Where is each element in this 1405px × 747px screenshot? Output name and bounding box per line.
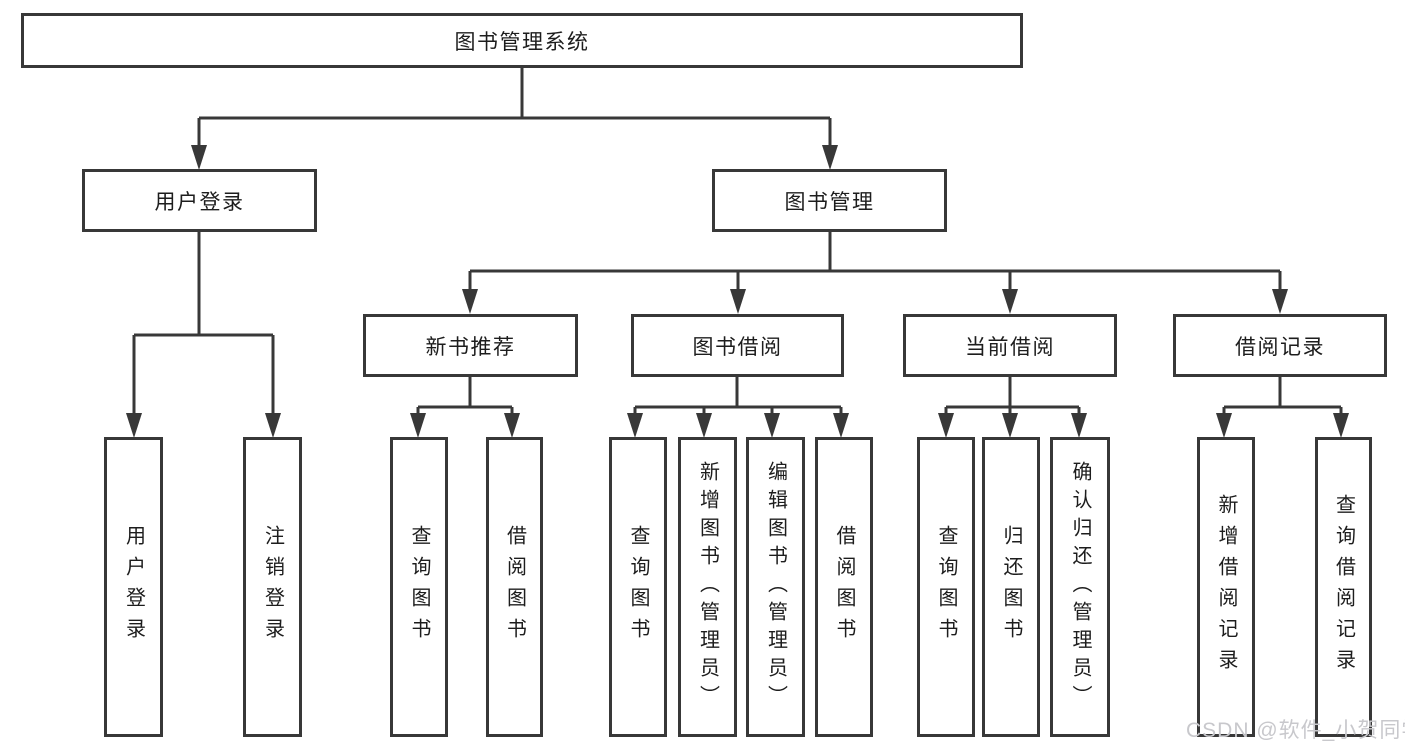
connector-borrow-records	[1222, 377, 1343, 417]
leaf-user-login-label: 用户登录	[122, 525, 145, 649]
leaf-br-add-record-label: 新增借阅记录	[1215, 494, 1237, 680]
arrowhead-icon	[126, 413, 142, 438]
arrowhead-icon	[1333, 413, 1349, 438]
arrowhead-icon	[1071, 413, 1087, 438]
connector-new-book	[416, 377, 514, 417]
connector-book-borrow	[633, 377, 843, 417]
arrowhead-icon	[504, 413, 520, 438]
node-book-management: 图书管理	[712, 169, 947, 232]
leaf-logout-label: 注销登录	[261, 525, 284, 649]
leaf-new-borrow-book: 借阅图书	[486, 437, 543, 737]
arrowhead-icon	[410, 413, 426, 438]
arrowhead-icon	[1002, 289, 1018, 314]
node-root: 图书管理系统	[21, 13, 1023, 68]
leaf-cb-query-book-label: 查询图书	[935, 525, 957, 649]
node-borrow-records-label: 借阅记录	[1235, 335, 1325, 359]
node-book-borrow: 图书借阅	[631, 314, 844, 377]
leaf-bb-borrow-book: 借阅图书	[815, 437, 873, 737]
arrowhead-icon	[462, 289, 478, 314]
arrowhead-icon	[1216, 413, 1232, 438]
node-new-book: 新书推荐	[363, 314, 578, 377]
leaf-bb-edit-book-label: 编辑图书（管理员）	[764, 461, 787, 713]
leaf-new-borrow-book-label: 借阅图书	[503, 525, 526, 649]
leaf-bb-add-book-label: 新增图书（管理员）	[696, 461, 719, 713]
leaf-cb-query-book: 查询图书	[917, 437, 975, 737]
leaf-cb-return-book-label: 归还图书	[1000, 525, 1022, 649]
leaf-logout: 注销登录	[243, 437, 302, 737]
node-current-borrow: 当前借阅	[903, 314, 1117, 377]
arrowhead-icon	[730, 289, 746, 314]
leaf-bb-borrow-book-label: 借阅图书	[833, 525, 855, 649]
node-root-label: 图书管理系统	[454, 30, 590, 54]
leaf-br-add-record: 新增借阅记录	[1197, 437, 1255, 737]
node-user-login: 用户登录	[82, 169, 317, 232]
leaf-bb-query-book: 查询图书	[609, 437, 667, 737]
node-book-management-label: 图书管理	[784, 190, 875, 214]
leaf-br-query-record: 查询借阅记录	[1315, 437, 1372, 737]
arrowhead-icon	[822, 145, 838, 170]
arrowhead-icon	[696, 413, 712, 438]
node-book-borrow-label: 图书借阅	[692, 335, 783, 359]
arrowhead-icon	[627, 413, 643, 438]
leaf-bb-query-book-label: 查询图书	[627, 525, 649, 649]
node-current-borrow-label: 当前借阅	[965, 335, 1055, 359]
node-user-login-label: 用户登录	[154, 190, 245, 214]
leaf-bb-edit-book: 编辑图书（管理员）	[746, 437, 805, 737]
arrowhead-icon	[764, 413, 780, 438]
arrowhead-icon	[1002, 413, 1018, 438]
leaf-bb-add-book: 新增图书（管理员）	[678, 437, 737, 737]
leaf-cb-confirm-return: 确认归还（管理员）	[1050, 437, 1110, 737]
connector-book-management	[468, 232, 1282, 293]
node-new-book-label: 新书推荐	[425, 335, 516, 359]
leaf-new-query-book-label: 查询图书	[408, 525, 430, 649]
arrowhead-icon	[833, 413, 849, 438]
arrowhead-icon	[191, 145, 207, 170]
arrowhead-icon	[265, 413, 281, 438]
connector-current-borrow	[944, 377, 1081, 417]
node-borrow-records: 借阅记录	[1173, 314, 1387, 377]
leaf-br-query-record-label: 查询借阅记录	[1332, 494, 1355, 680]
leaf-user-login: 用户登录	[104, 437, 163, 737]
connector-user-login	[132, 232, 275, 417]
leaf-new-query-book: 查询图书	[390, 437, 448, 737]
leaf-cb-return-book: 归还图书	[982, 437, 1040, 737]
arrowhead-icon	[1272, 289, 1288, 314]
arrowhead-icon	[938, 413, 954, 438]
leaf-cb-confirm-return-label: 确认归还（管理员）	[1069, 461, 1091, 713]
connector-root	[197, 68, 832, 149]
csdn-watermark: CSDN @软件_小贺同学	[1186, 719, 1405, 742]
